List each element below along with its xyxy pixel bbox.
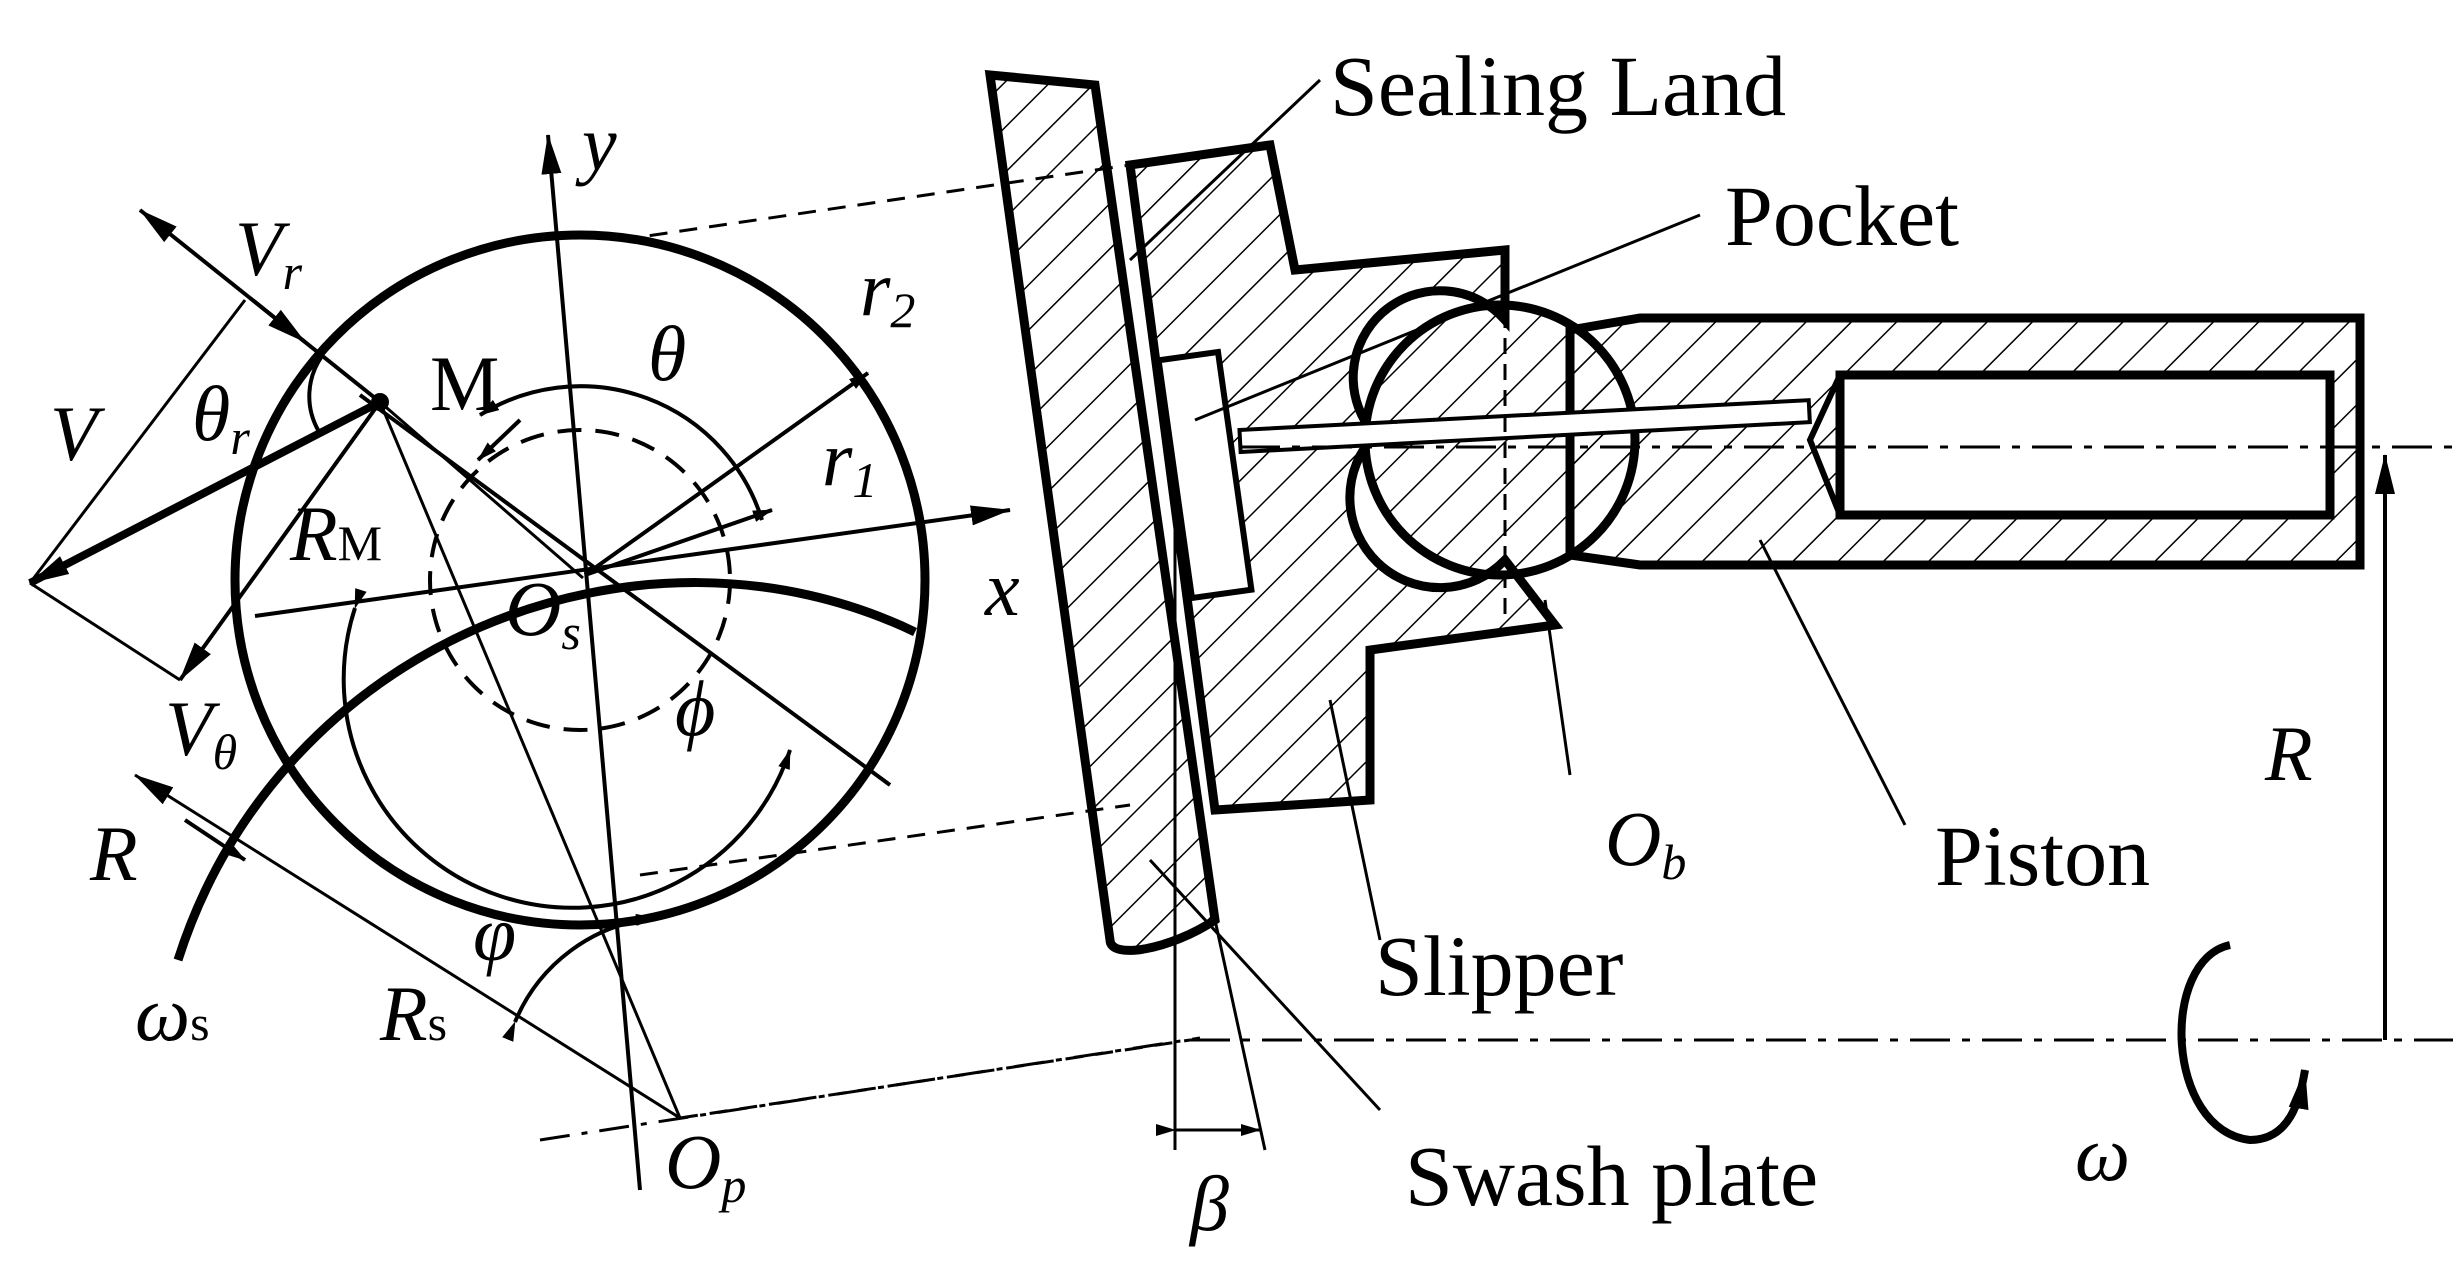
label-op: Op [665,1118,746,1213]
label-vr-sub: r [283,244,303,300]
piston-bore [1835,370,2335,520]
label-vtheta: Vθ [165,685,237,780]
label-piston: Piston [1935,808,2150,904]
label-vr: Vr [235,205,303,300]
label-sealing-land: Sealing Land [1330,38,1786,134]
leader-sealing-land [1128,78,1322,262]
label-ob: Ob [1605,795,1686,890]
construction-line-2 [29,581,181,682]
label-varphi: φ [473,890,516,977]
label-theta-r: θr [192,370,250,465]
varphi-arc [502,913,656,1042]
label-theta-r-base: θ [192,370,230,457]
construction-line-1 [28,299,247,584]
label-r1-base: r [822,415,853,502]
vr-arrow-tip [248,296,307,344]
label-vr-base: V [235,205,291,292]
label-ob-sub: b [1661,834,1686,890]
label-swash-plate: Swash plate [1405,1128,1818,1224]
label-omega-s: ωs [135,970,210,1057]
label-vtheta-base: V [165,685,221,772]
leader-piston [1758,539,1907,826]
r1-dimension [584,508,773,577]
label-op-sub: p [718,1157,746,1213]
label-beta: β [1188,1160,1229,1247]
label-r2-sub: 2 [890,282,915,338]
pitch-circle-arc [173,578,917,962]
leader-lines [1128,78,1907,1112]
label-rm: RM [289,490,382,577]
labels: Sealing Land Pocket Piston Slipper Swash… [50,38,2313,1247]
leader-slipper [1328,699,1382,941]
label-slipper: Slipper [1375,918,1623,1014]
label-op-base: O [665,1118,721,1205]
label-v: V [50,390,106,477]
label-rm-base: R [289,490,338,577]
label-os-base: O [505,565,561,652]
oil-passage [1237,398,1812,455]
label-rm-sub: M [338,515,382,571]
label-x: x [984,545,1020,632]
velocity-v [28,398,382,587]
label-rs: Rs [379,970,447,1057]
label-theta: θ [648,310,686,397]
m-arrow [476,418,522,462]
outer-circle-r2 [230,230,930,930]
label-vtheta-sub: θ [213,724,238,780]
label-omega: ω [2075,1110,2130,1197]
point-m [371,393,389,411]
label-r-right: R [2264,710,2313,797]
label-rs-base: R [379,970,428,1057]
label-r1-sub: 1 [852,452,877,508]
slipper-top-view [28,134,1201,1191]
r-dimension-left [134,773,681,1120]
label-pocket: Pocket [1725,168,1959,264]
projection-bottom [639,803,1131,877]
label-ob-base: O [1605,795,1661,882]
leader-ob [1543,599,1572,776]
label-theta-r-sub: r [230,409,250,465]
leader-swash-plate [1148,858,1382,1112]
label-r1: r1 [822,415,877,508]
y-axis [541,134,642,1191]
label-os-sub: s [561,604,580,660]
pocket [1155,348,1255,602]
theta-arc [478,384,764,521]
phi-arc [341,588,792,910]
projection-lowest [679,1038,1191,1120]
label-omega-s-sub: s [190,995,209,1051]
label-y: y [575,100,617,187]
rm-line [379,400,584,580]
label-omega-s-base: ω [135,970,190,1057]
op-baseline [539,1036,1201,1142]
label-os: Os [505,565,581,660]
label-m: M [430,340,499,427]
rs-tick [183,818,247,862]
leader-pocket [1194,213,1701,422]
beta-dimension [1156,480,1267,1151]
omega-arrow [2177,941,2309,1145]
label-phi: ϕ [675,665,715,752]
label-r2: r2 [860,245,915,338]
bore-taper [1806,373,1843,517]
velocity-vtheta [178,400,382,682]
beta-extension-2 [1213,919,1267,1151]
theta-r-arc [307,354,324,431]
label-r-left: R [89,810,138,897]
label-rs-sub: s [428,995,447,1051]
r2-dimension [583,371,870,577]
label-r2-base: r [860,245,891,332]
